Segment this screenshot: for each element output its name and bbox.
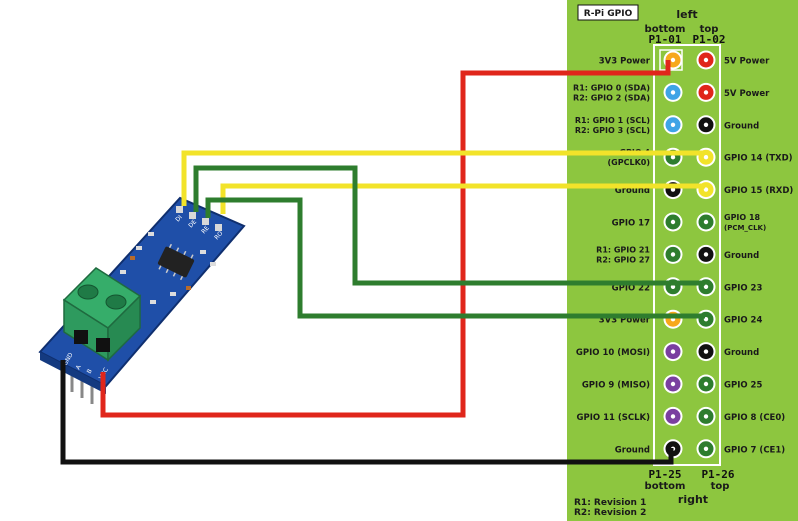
gpio-label-right-gpio-24-8: GPIO 24 — [724, 316, 762, 326]
terminal-slot-b — [96, 338, 110, 352]
gpio-label-right-gpio-14-txd-3: GPIO 14 (TXD) — [724, 154, 793, 164]
gpio-pin-right-16 — [696, 277, 716, 297]
module-components — [110, 232, 216, 304]
module-terminal-block — [62, 267, 142, 362]
bottom-label-top: bottom — [645, 24, 686, 35]
pin-p1-25-label: P1-25 — [648, 468, 681, 481]
wires — [60, 60, 705, 465]
terminal-screw-b — [105, 294, 127, 310]
pin-p1-01-label: P1-01 — [648, 33, 681, 46]
gpio-label-right-gpio-23-7: GPIO 23 — [724, 283, 762, 293]
gpio-pin-left-9 — [663, 180, 683, 200]
terminal-slot-a — [74, 330, 88, 344]
gpio-panel-background — [567, 0, 798, 521]
gpio-pin-left-19 — [663, 342, 683, 362]
gpio-pin-left-5 — [663, 115, 683, 135]
gpio-label-right-ground-6: Ground — [724, 251, 759, 261]
module-top-header: DI DE RE RO — [174, 206, 225, 241]
gpio-label-right-gpio-18-5-line-1: GPIO 18 — [724, 213, 761, 222]
module-pin-ro — [215, 224, 222, 231]
revision-1-note: R1: Revision 1 — [574, 498, 646, 508]
gpio-pin-left-15 — [663, 277, 683, 297]
module-label-ro: RO — [213, 230, 224, 241]
module-label-de: DE — [187, 218, 198, 229]
module-pin-di — [176, 206, 183, 213]
revision-2-note: R2: Revision 2 — [574, 508, 646, 518]
gpio-label-right-gpio-18-5-line-2: (PCM_CLK) — [724, 224, 766, 232]
wire-ro-to-rxd — [220, 183, 705, 214]
gpio-pin-right-6 — [696, 115, 716, 135]
module-label-re: RE — [200, 225, 211, 236]
gpio-pin-right-10 — [696, 180, 716, 200]
right-label: right — [678, 493, 708, 506]
gpio-pin-left-11 — [663, 212, 683, 232]
gpio-pin-right-14 — [696, 244, 716, 264]
gpio-label-left-gpio-10-mosi-9: GPIO 10 (MOSI) — [576, 348, 650, 358]
gpio-pin-right-18 — [696, 309, 716, 329]
gpio-label-left-gpio-4-3-line-2: (GPCLK0) — [608, 158, 650, 167]
top-label-top: top — [700, 24, 719, 35]
top-label-bottom: top — [711, 481, 730, 492]
gpio-pin-left-3 — [663, 82, 683, 102]
gpio-label-left-r1-gpio-1-scl-2-line-2: R2: GPIO 3 (SCL) — [575, 126, 650, 135]
wire-di-to-txd — [181, 150, 705, 206]
gpio-pin-right-20 — [696, 342, 716, 362]
gpio-label-right-ground-9: Ground — [724, 348, 759, 358]
module-label-di: DI — [174, 214, 184, 224]
left-label: left — [676, 8, 697, 21]
gpio-label-right-ground-2: Ground — [724, 121, 759, 131]
gpio-label-left-r1-gpio-21-6-line-2: R2: GPIO 27 — [596, 255, 650, 264]
gpio-label-right-gpio-8-ce0-11: GPIO 8 (CE0) — [724, 413, 785, 423]
gpio-label-right-gpio-7-ce1-12: GPIO 7 (CE1) — [724, 445, 785, 455]
gpio-pin-right-2 — [696, 50, 716, 70]
pin-p1-26-label: P1-26 — [701, 468, 734, 481]
gpio-pin-right-26 — [696, 439, 716, 459]
gpio-badge-frame — [577, 4, 639, 21]
terminal-screw-a — [77, 284, 99, 300]
wire-re-to-gpio24 — [205, 197, 705, 319]
gpio-label-left-gpio-11-sclk-11: GPIO 11 (SCLK) — [577, 413, 651, 423]
gpio-label-left-r1-gpio-21-6-line-1: R1: GPIO 21 — [596, 245, 650, 254]
gpio-pin-left-23 — [663, 406, 683, 426]
gpio-label-left-gpio-22-7: GPIO 22 — [612, 283, 650, 293]
gpio-label-right-gpio-15-rxd-4: GPIO 15 (RXD) — [724, 186, 793, 196]
gpio-label-right-gpio-25-10: GPIO 25 — [724, 381, 762, 391]
gpio-label-right-5v-power-1: 5V Power — [724, 89, 770, 99]
gpio-label-left-ground-4: Ground — [615, 186, 650, 196]
gpio-label-left-r1-gpio-0-sda-1-line-1: R1: GPIO 0 (SDA) — [573, 83, 650, 92]
wire-vcc-to-3v3 — [100, 60, 671, 418]
module-label-b: B — [86, 368, 94, 375]
pin-p1-02-label: P1-02 — [692, 33, 725, 46]
gpio-label-right-5v-power-0: 5V Power — [724, 57, 770, 67]
module-pin-re — [202, 218, 209, 225]
bottom-label-bottom: bottom — [645, 481, 686, 492]
gpio-pin-left-13 — [663, 244, 683, 264]
module-pin-de — [189, 212, 196, 219]
gpio-label-left-3v3-power-8: 3V3 Power — [599, 316, 651, 326]
gpio-pin-right-12 — [696, 212, 716, 232]
gpio-header-frame — [653, 44, 721, 466]
wire-gnd-to-ground — [60, 360, 674, 465]
module-label-a: A — [75, 363, 84, 371]
gpio-pin-right-4 — [696, 82, 716, 102]
gpio-panel: R-Pi GPIO left bottom top P1-01 P1-02 3V… — [567, 0, 798, 521]
gpio-label-left-ground-12: Ground — [615, 445, 650, 455]
gpio-pin-right-24 — [696, 406, 716, 426]
module-board-edge — [40, 352, 106, 394]
gpio-label-left-gpio-9-miso-10: GPIO 9 (MISO) — [582, 381, 650, 391]
module-chip — [157, 243, 195, 281]
gpio-pin-left-21 — [663, 374, 683, 394]
gpio-label-left-r1-gpio-1-scl-2-line-1: R1: GPIO 1 (SCL) — [575, 116, 650, 125]
gpio-label-left-gpio-17-5: GPIO 17 — [612, 219, 650, 229]
gpio-label-left-r1-gpio-0-sda-1-line-2: R2: GPIO 2 (SDA) — [573, 93, 650, 102]
gpio-label-left-3v3-power-0: 3V3 Power — [599, 57, 651, 67]
wire-de-to-gpio23 — [193, 165, 705, 286]
rs485-module: DI DE RE RO — [38, 196, 246, 410]
gpio-pin-right-22 — [696, 374, 716, 394]
gpio-pin-left-17 — [663, 309, 683, 329]
gpio-badge: R-Pi GPIO — [584, 9, 633, 19]
